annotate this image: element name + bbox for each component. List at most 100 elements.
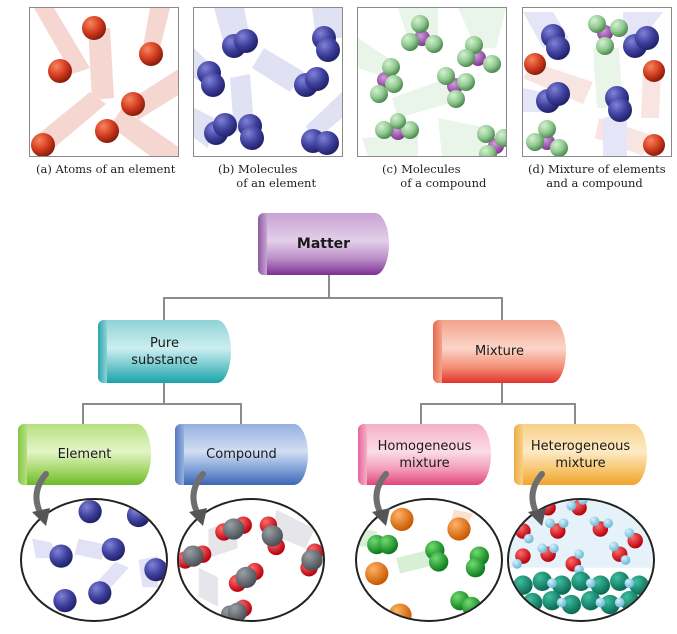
co2-molecule (179, 545, 212, 569)
connector (82, 403, 84, 425)
water-molecule (545, 518, 569, 539)
water-molecule (609, 541, 631, 565)
water-molecule (566, 500, 588, 516)
atom (49, 544, 73, 568)
connector (240, 403, 242, 425)
panel-molecules-of-element (193, 7, 343, 157)
molecule (197, 61, 225, 97)
molecule (457, 36, 501, 73)
oil-layer (513, 571, 649, 615)
panel-molecules-of-compound (357, 7, 507, 157)
node-heterogeneous-mixture: Heterogeneous mixture (514, 424, 647, 485)
connector (163, 383, 165, 405)
atom (365, 561, 389, 586)
co2-molecule (221, 599, 252, 620)
co2-molecule (215, 516, 252, 541)
connector (501, 383, 503, 405)
connector (420, 403, 422, 425)
co2-molecule (300, 543, 323, 577)
molecule (425, 540, 449, 572)
atom (121, 92, 145, 116)
connector (420, 403, 576, 405)
connector (501, 297, 503, 321)
molecule (375, 113, 419, 140)
atom (31, 133, 55, 156)
node-matter: Matter (258, 213, 389, 275)
atom (53, 589, 77, 613)
molecule (526, 120, 568, 156)
curved-arrow-icon (32, 471, 50, 526)
node-compound: Compound (175, 424, 308, 485)
node-element: Element (18, 424, 151, 485)
molecule (370, 58, 403, 103)
atom (390, 507, 414, 531)
atom (48, 59, 72, 83)
atom (139, 42, 163, 66)
compound-particles (179, 509, 323, 620)
caption-a: (a) Atoms of an element (36, 162, 176, 176)
molecule (204, 113, 237, 145)
water-molecule (589, 516, 613, 537)
diatomic-molecules-illustration (194, 8, 342, 155)
connector (163, 297, 503, 299)
node-homogeneous-mixture-label: Homogeneous mixture (377, 438, 472, 471)
caption-d: (d) Mixture of elements and a compound (528, 162, 666, 190)
node-element-label: Element (57, 447, 112, 462)
panel-mixture (522, 7, 672, 157)
atom (78, 500, 102, 524)
molecule (536, 82, 570, 113)
heterogeneous-particles-circle (507, 498, 655, 622)
node-matter-label: Matter (296, 235, 351, 252)
atom (101, 537, 125, 561)
molecule (541, 24, 570, 60)
compound-particles-circle (177, 498, 325, 622)
atom (447, 517, 471, 541)
molecule (401, 15, 443, 53)
connector (163, 297, 165, 321)
compound-molecules-illustration (358, 8, 506, 156)
molecule (312, 26, 340, 62)
node-homogeneous-mixture: Homogeneous mixture (358, 424, 491, 485)
co2-molecule (228, 562, 264, 592)
molecule (437, 67, 475, 108)
caption-c: (c) Molecules of a compound (382, 162, 487, 190)
atom (643, 134, 665, 156)
atom (388, 603, 412, 620)
connector (328, 274, 330, 298)
connector (82, 403, 242, 405)
node-compound-label: Compound (206, 447, 277, 462)
water-molecule (565, 549, 584, 575)
atom (88, 581, 112, 605)
molecule (294, 67, 329, 97)
molecule (238, 114, 264, 150)
curved-arrow-icon (372, 471, 390, 526)
node-mixture: Mixture (433, 320, 566, 383)
atom (144, 558, 166, 582)
atom (82, 16, 106, 40)
atom (643, 60, 665, 82)
caption-b: (b) Molecules of an element (218, 162, 317, 190)
molecule (588, 15, 628, 55)
curved-arrow-icon (189, 471, 207, 526)
water-molecule (537, 543, 559, 562)
atom (95, 119, 119, 143)
atom (524, 53, 546, 75)
water-molecule (624, 528, 643, 549)
atom (126, 503, 151, 528)
molecule (623, 26, 659, 58)
node-heterogeneous-mixture-label: Heterogeneous mixture (530, 438, 631, 471)
molecule (222, 29, 258, 58)
molecule (477, 125, 506, 156)
molecule (301, 129, 339, 155)
water-molecule (512, 548, 531, 569)
molecule (450, 590, 482, 617)
panel-atoms-of-element (29, 7, 179, 157)
node-pure-substance: Pure substance (98, 320, 231, 383)
molecule (367, 534, 399, 555)
mixture-illustration (523, 12, 665, 156)
molecule (605, 86, 632, 122)
node-mixture-label: Mixture (475, 344, 524, 359)
co2-molecule (259, 516, 285, 556)
atoms-illustration (31, 8, 178, 156)
node-pure-substance-label: Pure substance (131, 335, 198, 368)
